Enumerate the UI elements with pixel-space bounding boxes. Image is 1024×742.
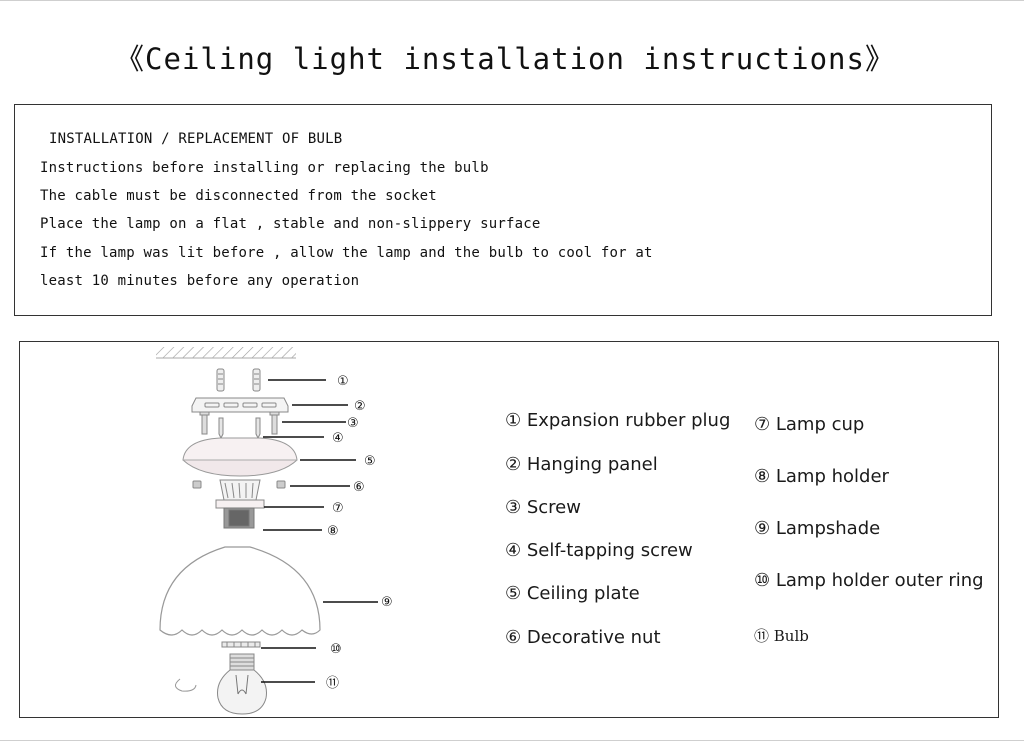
instruction-line: If the lamp was lit before , allow the l… xyxy=(40,245,653,261)
instruction-line: The cable must be disconnected from the … xyxy=(40,188,437,204)
callout-10: ⑩ xyxy=(330,642,342,657)
callout-6: ⑥ xyxy=(353,480,365,495)
page-title: 《Ceiling light installation instructions… xyxy=(115,42,895,76)
legend-item-bulb: ⑪ Bulb xyxy=(754,627,809,645)
callout-8: ⑧ xyxy=(327,524,339,539)
exploded-view-diagram: ① ② ③ ④ ⑤ ⑥ ⑦ ⑧ ⑨ ⑩ ⑪ xyxy=(156,347,393,715)
callout-11: ⑪ xyxy=(326,676,339,691)
legend-item-expansion-rubber-plug: ① Expansion rubber plug xyxy=(505,410,731,431)
legend-item-lamp-holder: ⑧ Lamp holder xyxy=(754,466,889,487)
callout-2: ② xyxy=(354,399,366,414)
bulb-part xyxy=(175,653,267,715)
callout-1: ① xyxy=(337,374,349,389)
hanging-panel-part xyxy=(191,397,289,413)
self-tapping-screw-part xyxy=(218,417,261,440)
instruction-line: least 10 minutes before any operation xyxy=(40,273,360,289)
lamp-holder-outer-ring-part xyxy=(221,641,261,648)
ceiling-plate-part xyxy=(182,437,298,477)
legend-item-hanging-panel: ② Hanging panel xyxy=(505,454,658,475)
lamp-holder-part xyxy=(223,507,255,529)
legend-item-lampshade: ⑨ Lampshade xyxy=(754,518,881,539)
lamp-cup-part xyxy=(215,479,265,509)
callout-9: ⑨ xyxy=(381,595,393,610)
instruction-line: Place the lamp on a flat , stable and no… xyxy=(40,216,541,232)
diagram-panel: ① ② ③ ④ ⑤ ⑥ ⑦ ⑧ ⑨ ⑩ ⑪ ① Expansion rubber… xyxy=(19,341,999,718)
ceiling-surface xyxy=(156,347,296,359)
callout-7: ⑦ xyxy=(332,501,344,516)
legend-item-ceiling-plate: ⑤ Ceiling plate xyxy=(505,583,640,604)
top-border-line xyxy=(0,0,1024,1)
legend-item-lamp-cup: ⑦ Lamp cup xyxy=(754,414,865,435)
callout-5: ⑤ xyxy=(364,454,376,469)
bottom-border-line xyxy=(0,740,1024,741)
decorative-nut-part xyxy=(192,480,286,489)
legend-item-decorative-nut: ⑥ Decorative nut xyxy=(505,627,661,648)
legend-item-self-tapping-screw: ④ Self-tapping screw xyxy=(505,540,693,561)
screw-part xyxy=(199,411,280,435)
expansion-rubber-plug-part xyxy=(216,368,261,392)
leader-lines xyxy=(261,379,378,683)
legend-item-screw: ③ Screw xyxy=(505,497,581,518)
callout-4: ④ xyxy=(332,431,344,446)
instructions-panel: INSTALLATION / REPLACEMENT OF BULB Instr… xyxy=(14,104,992,316)
legend-item-lamp-holder-outer-ring: ⑩ Lamp holder outer ring xyxy=(754,570,984,591)
instructions-heading: INSTALLATION / REPLACEMENT OF BULB xyxy=(49,131,343,147)
instruction-line: Instructions before installing or replac… xyxy=(40,160,489,176)
callout-3: ③ xyxy=(347,416,359,431)
lampshade-part xyxy=(159,546,321,636)
